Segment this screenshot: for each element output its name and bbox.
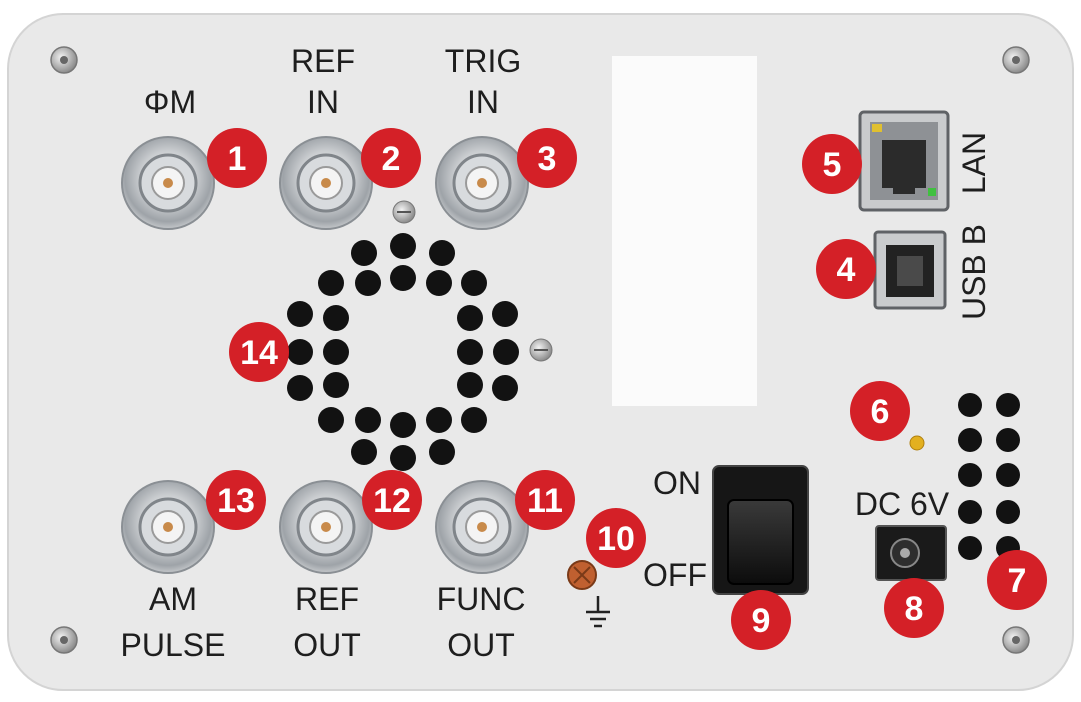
bnc-trig-in-icon[interactable] bbox=[435, 136, 529, 230]
corner-screw-tl bbox=[50, 46, 78, 74]
label-phi-m: ΦM bbox=[144, 84, 196, 120]
label-on: ON bbox=[653, 465, 701, 501]
label-trig-in-line2: IN bbox=[467, 84, 499, 120]
callout-badge-13: 13 bbox=[206, 470, 266, 530]
svg-text:12: 12 bbox=[373, 482, 411, 520]
label-ref-out-line1: REF bbox=[295, 581, 359, 617]
side-vent bbox=[958, 393, 1020, 560]
bnc-ref-in-icon[interactable] bbox=[279, 136, 373, 230]
callout-badge-1: 1 bbox=[207, 128, 267, 188]
bnc-phi-m-icon[interactable] bbox=[121, 136, 215, 230]
label-am-pulse-line1: AM bbox=[149, 581, 197, 617]
svg-text:9: 9 bbox=[752, 602, 771, 640]
svg-text:5: 5 bbox=[823, 146, 842, 184]
svg-text:2: 2 bbox=[382, 140, 401, 178]
callout-badge-11: 11 bbox=[515, 470, 575, 530]
lan-port-icon[interactable] bbox=[858, 110, 950, 212]
usb-b-port-icon[interactable] bbox=[873, 230, 947, 310]
callout-badge-2: 2 bbox=[361, 128, 421, 188]
fan-vent bbox=[287, 233, 519, 471]
corner-screw-bl bbox=[50, 626, 78, 654]
svg-text:14: 14 bbox=[240, 334, 278, 372]
svg-text:11: 11 bbox=[527, 482, 563, 520]
corner-screw-br bbox=[1002, 626, 1030, 654]
label-trig-in-line1: TRIG bbox=[445, 43, 521, 79]
label-func-out-line1: FUNC bbox=[437, 581, 526, 617]
callout-badge-7: 7 bbox=[987, 550, 1047, 610]
bnc-func-out-icon[interactable] bbox=[435, 480, 529, 574]
label-ref-in-line1: REF bbox=[291, 43, 355, 79]
svg-text:4: 4 bbox=[837, 251, 856, 289]
label-dc-6v: DC 6V bbox=[855, 486, 950, 522]
label-off: OFF bbox=[643, 557, 707, 593]
screw-icon bbox=[529, 338, 553, 362]
callout-badge-3: 3 bbox=[517, 128, 577, 188]
svg-text:1: 1 bbox=[228, 140, 247, 178]
svg-text:13: 13 bbox=[217, 482, 255, 520]
screw-icon bbox=[392, 200, 416, 224]
dc-power-jack-icon[interactable] bbox=[875, 525, 947, 581]
corner-screw-tr bbox=[1002, 46, 1030, 74]
blank-label-area bbox=[612, 56, 757, 406]
callout-badge-9: 9 bbox=[731, 590, 791, 650]
ground-terminal-icon[interactable] bbox=[567, 560, 597, 590]
callout-badge-8: 8 bbox=[884, 578, 944, 638]
label-func-out-line2: OUT bbox=[447, 627, 515, 663]
label-am-pulse-line2: PULSE bbox=[121, 627, 226, 663]
label-lan: LAN bbox=[956, 132, 992, 194]
callout-badge-5: 5 bbox=[802, 134, 862, 194]
svg-text:7: 7 bbox=[1008, 562, 1027, 600]
svg-text:6: 6 bbox=[871, 393, 890, 431]
label-ref-out-line2: OUT bbox=[293, 627, 361, 663]
callout-badge-10: 10 bbox=[586, 508, 646, 568]
power-rocker-switch[interactable] bbox=[712, 465, 809, 595]
svg-text:10: 10 bbox=[597, 520, 635, 558]
status-led-icon bbox=[909, 435, 925, 451]
label-ref-in-line2: IN bbox=[307, 84, 339, 120]
bnc-am-pulse-icon[interactable] bbox=[121, 480, 215, 574]
callout-badge-14: 14 bbox=[229, 322, 289, 382]
svg-text:8: 8 bbox=[905, 590, 924, 628]
bnc-ref-out-icon[interactable] bbox=[279, 480, 373, 574]
callout-badge-12: 12 bbox=[362, 470, 422, 530]
label-usb-b: USB B bbox=[956, 224, 992, 320]
ground-symbol-icon bbox=[586, 596, 610, 628]
callout-badge-6: 6 bbox=[850, 381, 910, 441]
callout-badge-4: 4 bbox=[816, 239, 876, 299]
svg-text:3: 3 bbox=[538, 140, 557, 178]
